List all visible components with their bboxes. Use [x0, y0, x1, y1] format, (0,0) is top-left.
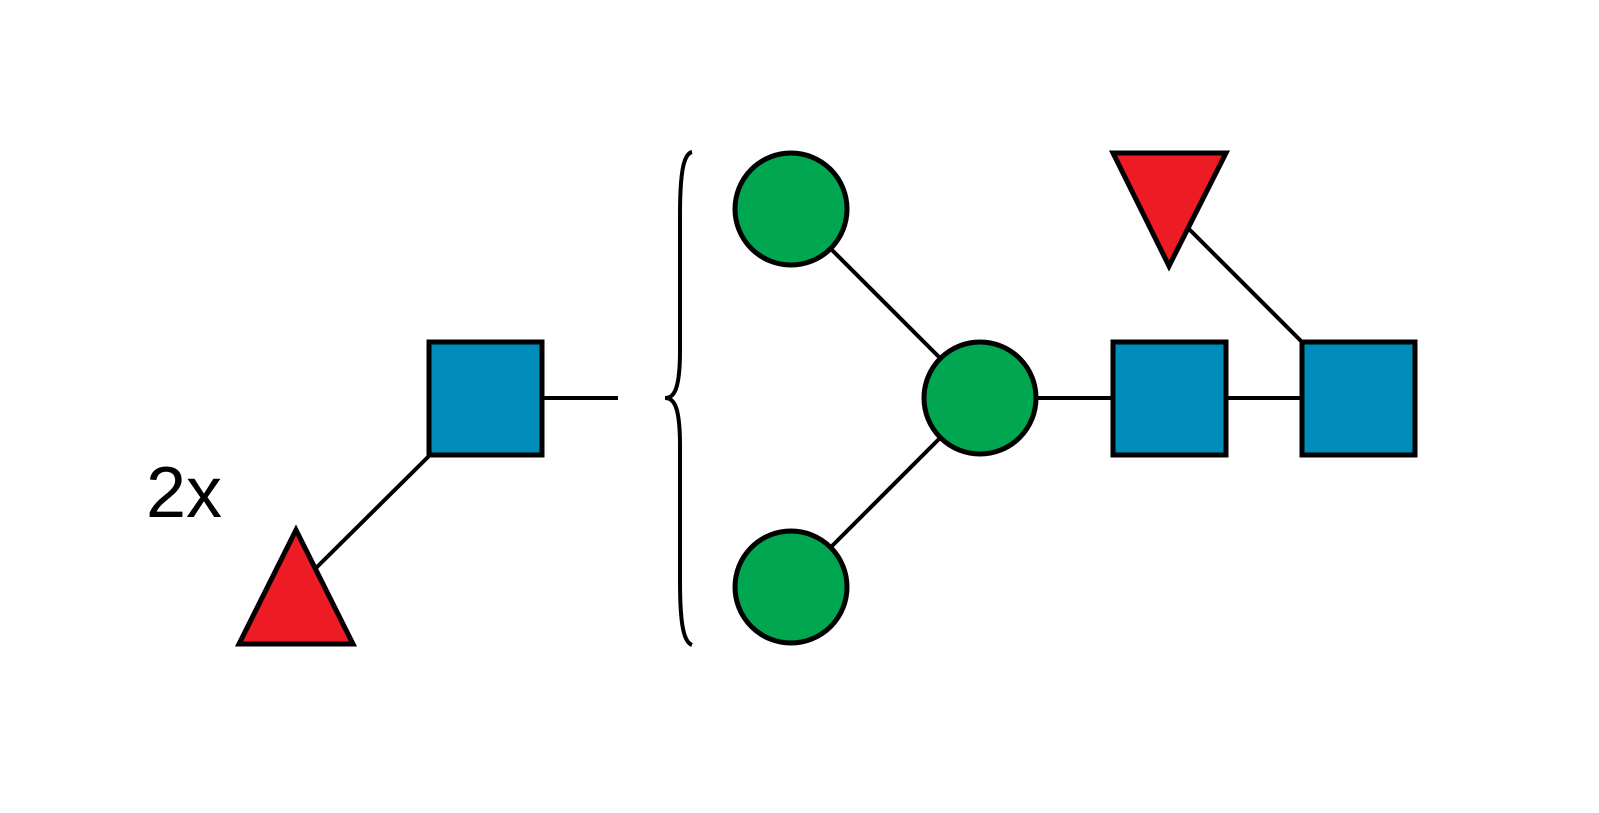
- link-top-man-core-man: [830, 248, 941, 359]
- mannose-circle-bottom: [732, 528, 850, 646]
- link-core-fuc-glcnac2: [1187, 227, 1304, 344]
- repeat-multiplier-label: 2x: [146, 453, 222, 533]
- mannose-circle-core: [921, 339, 1039, 457]
- glcnac-square-core-2: [1299, 339, 1418, 458]
- antenna-bracket: [664, 150, 694, 647]
- fucose-triangle-repeat: [234, 524, 358, 647]
- mannose-circle-top: [732, 150, 850, 268]
- linkages: [314, 227, 1304, 570]
- link-repeat-fuc-glcnac: [314, 453, 432, 570]
- glcnac-square-repeat: [426, 339, 545, 458]
- link-bottom-man-core-man: [830, 437, 941, 548]
- fucose-triangle-core: [1108, 150, 1231, 272]
- glcnac-square-core-1: [1110, 339, 1229, 458]
